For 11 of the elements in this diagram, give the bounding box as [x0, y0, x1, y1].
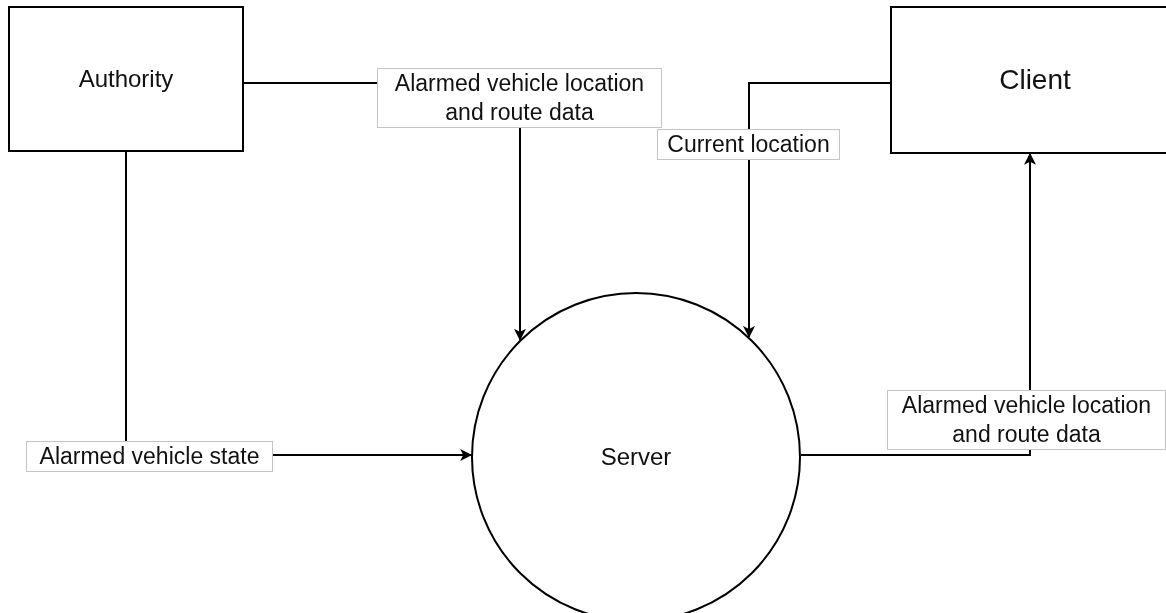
edge-label: Current location — [657, 129, 840, 160]
arrow — [800, 152, 1036, 456]
entity-box — [8, 6, 244, 152]
edge-label: Alarmed vehicle location and route data — [377, 68, 662, 128]
node-label: Server — [600, 443, 672, 471]
node-label: Client — [999, 64, 1071, 96]
edge-label: Alarmed vehicle state — [26, 441, 273, 472]
entity-box — [890, 6, 1166, 154]
edge-label: Alarmed vehicle location and route data — [887, 390, 1166, 450]
node-label: Authority — [78, 65, 174, 93]
arrow — [743, 82, 891, 338]
